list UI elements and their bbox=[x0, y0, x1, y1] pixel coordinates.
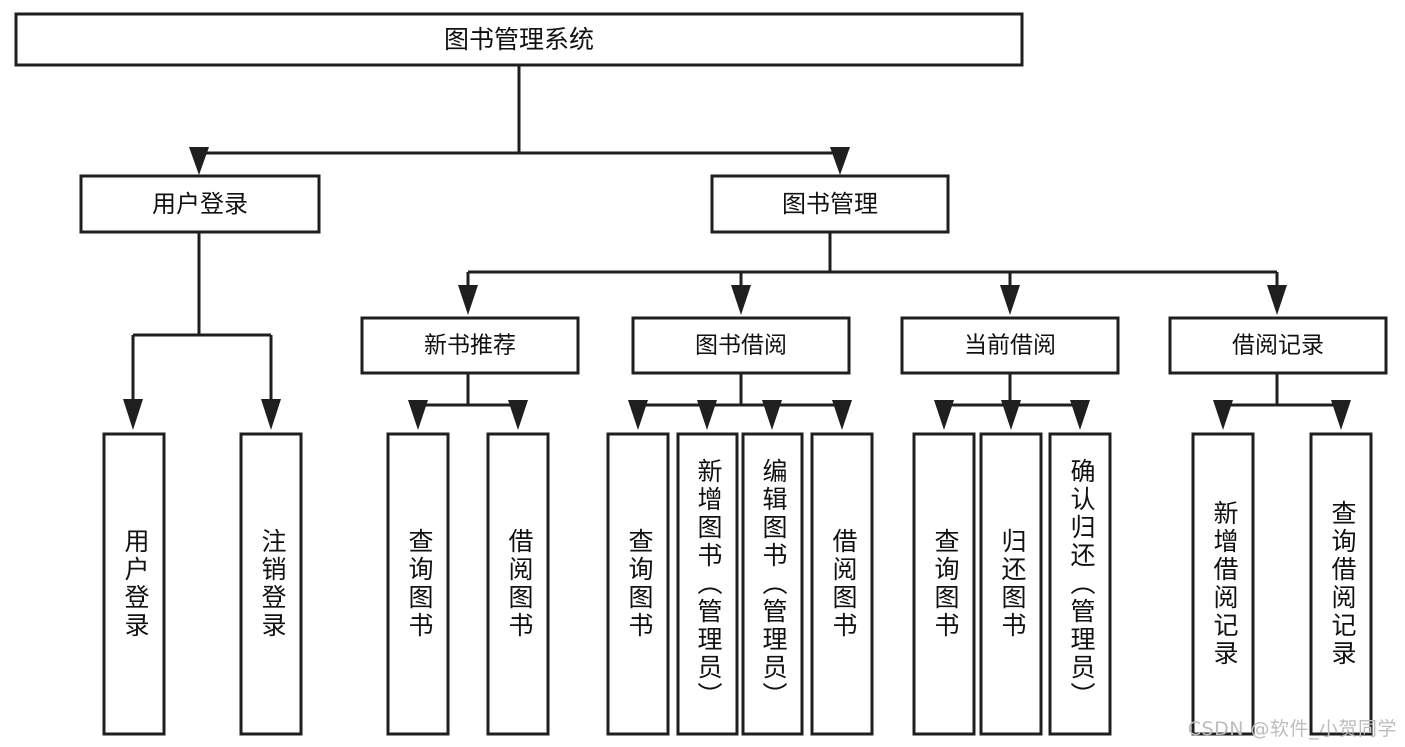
arrow-to-book-borrow bbox=[731, 285, 751, 315]
book-management-label: 图书管理 bbox=[782, 190, 878, 218]
leaf-add-book[interactable]: 新增图书（管理员） bbox=[676, 432, 739, 736]
arrow-to-leaf-borrow-book-2 bbox=[832, 400, 852, 430]
leaf-add-book-label: 新增图书（管理员） bbox=[694, 458, 723, 710]
node-borrow-record[interactable]: 借阅记录 bbox=[1168, 316, 1388, 375]
leaf-query-book-recommend-label: 查询图书 bbox=[405, 528, 434, 640]
leaf-query-book-current[interactable]: 查询图书 bbox=[912, 432, 976, 736]
leaf-query-book-current-box bbox=[912, 432, 976, 736]
leaf-query-book-recommend-box bbox=[386, 432, 450, 736]
root-box bbox=[14, 12, 1024, 67]
current-borrow-box bbox=[900, 316, 1120, 375]
arrow-to-new-book-recommend bbox=[458, 285, 478, 315]
leaf-borrow-book-box bbox=[810, 432, 874, 736]
leaf-query-book-borrow-label: 查询图书 bbox=[625, 528, 654, 640]
leaf-edit-book[interactable]: 编辑图书（管理员） bbox=[741, 432, 804, 736]
leaf-query-book-current-label: 查询图书 bbox=[931, 528, 960, 640]
borrow-record-box bbox=[1168, 316, 1388, 375]
arrow-to-leaf-add-book bbox=[697, 400, 717, 430]
csdn-watermark: CSDN @软件_小贺同学 bbox=[1187, 718, 1397, 740]
leaf-logout-box bbox=[239, 432, 303, 736]
leaf-edit-book-label: 编辑图书（管理员） bbox=[759, 458, 788, 710]
arrow-to-leaf-query-book-1 bbox=[408, 400, 428, 430]
leaf-confirm-return-box bbox=[1048, 432, 1112, 736]
node-new-book-recommend[interactable]: 新书推荐 bbox=[360, 316, 580, 375]
leaf-logout-label: 注销登录 bbox=[258, 528, 287, 640]
user-login-label: 用户登录 bbox=[152, 190, 248, 218]
edges-layer bbox=[123, 65, 1351, 430]
new-book-recommend-label: 新书推荐 bbox=[424, 333, 516, 359]
root-label: 图书管理系统 bbox=[444, 25, 594, 54]
node-current-borrow[interactable]: 当前借阅 bbox=[900, 316, 1120, 375]
leaf-borrow-book-recommend-box bbox=[486, 432, 550, 736]
leaf-return-book-box bbox=[979, 432, 1043, 736]
leaf-borrow-book[interactable]: 借阅图书 bbox=[810, 432, 874, 736]
node-book-management[interactable]: 图书管理 bbox=[710, 174, 950, 234]
leaf-borrow-book-recommend[interactable]: 借阅图书 bbox=[486, 432, 550, 736]
leaf-query-borrow-record-box bbox=[1309, 432, 1373, 736]
arrow-to-leaf-return-book bbox=[1001, 400, 1021, 430]
leaf-logout[interactable]: 注销登录 bbox=[239, 432, 303, 736]
arrow-to-leaf-borrow-book-1 bbox=[508, 400, 528, 430]
leaf-add-borrow-record[interactable]: 新增借阅记录 bbox=[1191, 432, 1255, 736]
node-book-borrow[interactable]: 图书借阅 bbox=[631, 316, 851, 375]
arrow-to-leaf-confirm-return bbox=[1070, 400, 1090, 430]
leaf-add-borrow-record-box bbox=[1191, 432, 1255, 736]
leaf-query-borrow-record[interactable]: 查询借阅记录 bbox=[1309, 432, 1373, 736]
user-login-box bbox=[79, 174, 321, 234]
arrow-to-leaf-logout bbox=[261, 399, 281, 430]
leaf-add-borrow-record-label: 新增借阅记录 bbox=[1210, 500, 1239, 668]
arrow-to-leaf-user-login bbox=[123, 399, 143, 430]
arrow-to-leaf-edit-book bbox=[762, 400, 782, 430]
leaf-query-borrow-record-label: 查询借阅记录 bbox=[1328, 500, 1357, 668]
leaf-user-login[interactable]: 用户登录 bbox=[102, 432, 166, 736]
leaf-return-book[interactable]: 归还图书 bbox=[979, 432, 1043, 736]
leaf-query-book-borrow-box bbox=[606, 432, 670, 736]
arrow-to-user-login bbox=[189, 147, 209, 175]
arrow-to-current-borrow bbox=[1000, 285, 1020, 315]
borrow-record-label: 借阅记录 bbox=[1232, 333, 1324, 359]
leaf-add-book-box bbox=[676, 432, 739, 736]
leaf-user-login-box bbox=[102, 432, 166, 736]
book-borrow-label: 图书借阅 bbox=[695, 333, 787, 359]
current-borrow-label: 当前借阅 bbox=[964, 333, 1056, 359]
new-book-recommend-box bbox=[360, 316, 580, 375]
arrow-to-book-mgmt bbox=[830, 147, 850, 175]
book-management-box bbox=[710, 174, 950, 234]
leaf-borrow-book-label: 借阅图书 bbox=[829, 528, 858, 640]
leaf-edit-book-box bbox=[741, 432, 804, 736]
leaf-borrow-book-recommend-label: 借阅图书 bbox=[505, 528, 534, 640]
leaf-return-book-label: 归还图书 bbox=[998, 528, 1027, 640]
book-borrow-box bbox=[631, 316, 851, 375]
arrow-to-leaf-query-record bbox=[1331, 400, 1351, 430]
leaf-confirm-return-label: 确认归还（管理员） bbox=[1067, 458, 1096, 710]
leaf-confirm-return[interactable]: 确认归还（管理员） bbox=[1048, 432, 1112, 736]
node-root[interactable]: 图书管理系统 bbox=[14, 12, 1024, 67]
arrow-to-leaf-query-book-2 bbox=[628, 400, 648, 430]
leaf-user-login-label: 用户登录 bbox=[121, 528, 150, 640]
leaf-query-book-borrow[interactable]: 查询图书 bbox=[606, 432, 670, 736]
arrow-to-borrow-record bbox=[1267, 285, 1287, 315]
node-user-login[interactable]: 用户登录 bbox=[79, 174, 321, 234]
leaf-query-book-recommend[interactable]: 查询图书 bbox=[386, 432, 450, 736]
arrow-to-leaf-query-book-3 bbox=[934, 400, 954, 430]
arrow-to-leaf-add-record bbox=[1213, 400, 1233, 430]
